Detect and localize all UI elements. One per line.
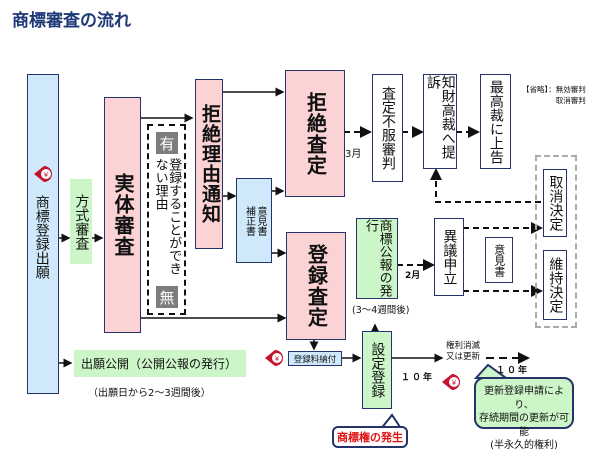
amendment-label: 補正書 [243, 205, 255, 236]
refusal-notice-box: 拒絶理由通知 [195, 79, 223, 249]
opposition-label: 異議申立 [441, 229, 458, 285]
renewal-label: 又は更新 [446, 351, 481, 362]
yen-icon: ¥ [440, 372, 464, 396]
opposition-box: 異議申立 [434, 218, 464, 296]
renewal-note-line1: 更新登録申請により、 [484, 386, 564, 411]
refusal-reasons-box: 有 登録することができない理由 無 [147, 124, 186, 315]
publication-box: 出願公開（公開公報の発行） [74, 350, 246, 377]
has-tag: 有 [156, 132, 178, 154]
gazette-label: 商標公報の発行 [363, 219, 392, 297]
yen-icon: ¥ [32, 164, 56, 188]
publication-timing: （出願日から2～3週間後） [88, 388, 211, 399]
application-label: 商標登録出願 [33, 195, 50, 279]
omitted-note-line2: 取消審判 [555, 95, 586, 105]
refusal-reasons-label: 登録することができない理由 [152, 158, 182, 275]
substantive-exam-box: 実体審査 [104, 97, 141, 333]
renewal-note-line3: (半永久的権利) [490, 440, 558, 451]
substantive-exam-label: 実体審査 [111, 173, 135, 257]
application-box: ¥ 商標登録出願 [27, 74, 59, 394]
omitted-note-line1: 【省略】：無効審判 [522, 85, 586, 94]
page-title: 商標審査の流れ [12, 11, 131, 31]
svg-text:¥: ¥ [452, 379, 457, 387]
publication-label: 出願公開（公開公報の発行） [81, 357, 238, 371]
appeal-label: 査定不服審判 [379, 86, 396, 170]
fee-payment-box: 登録料納付 [288, 351, 342, 366]
formality-exam-box: 方式審査 [70, 179, 92, 264]
renewal-note-line2: 存続期間の更新が可能 [479, 413, 569, 438]
gazette-box: 商標公報の発行 [356, 218, 398, 299]
expiry-label: 権利消滅 [446, 341, 481, 351]
setup-registration-box: 設定登録 [362, 331, 392, 409]
cancel-decision-label: 取消決定 [547, 175, 564, 231]
fee-payment-label: 登録料納付 [293, 354, 337, 365]
maintain-decision-box: 維持決定 [543, 250, 567, 320]
maintain-decision-label: 維持決定 [547, 257, 564, 313]
opposition-period-label: 2月 [405, 271, 421, 281]
supreme-court-box: 最高裁に上告 [480, 74, 511, 169]
registration-decision-box: 登録査定 [286, 232, 346, 340]
refusal-decision-box: 拒絶査定 [285, 70, 345, 197]
cancel-decision-box: 取消決定 [543, 169, 567, 237]
appeal-box: 査定不服審判 [372, 74, 403, 182]
refusal-decision-label: 拒絶査定 [303, 91, 328, 176]
renewal-callout: 更新登録申請により、 存続期間の更新が可能 (半永久的権利) [474, 377, 574, 451]
decision-group [535, 155, 577, 328]
gazette-timing: (3～4週間後) [352, 305, 410, 316]
right-arises-text: 商標権の発生 [337, 431, 403, 444]
ip-high-court-label: 知財高裁へ提訴 [425, 75, 456, 159]
supreme-court-label: 最高裁に上告 [487, 79, 504, 164]
expiry-renewal: 権利消滅 又は更新 [446, 341, 480, 362]
appeal-period-label: 3月 [345, 149, 362, 160]
ip-high-court-box: 知財高裁へ提訴 [423, 74, 457, 169]
opinion-label: 意見書 [255, 205, 266, 236]
term-first-label: １０年 [401, 373, 435, 383]
svg-text:¥: ¥ [44, 171, 49, 179]
refusal-notice-label: 拒絶理由通知 [198, 104, 221, 224]
none-tag: 無 [156, 286, 178, 308]
formality-exam-label: 方式審査 [73, 193, 90, 250]
registration-decision-label: 登録査定 [304, 244, 329, 328]
opinion-amendment-doc: 意見書 補正書 [236, 178, 272, 263]
yen-icon: ¥ [263, 348, 287, 372]
opposition-opinion-doc: 意見書 [485, 237, 513, 283]
term-renewal-label: １０年 [496, 366, 530, 376]
omitted-note: 【省略】：無効審判 取消審判 [522, 85, 586, 106]
edge-cancel-highcourt [430, 168, 541, 203]
right-arises-label: 商標権の発生 [332, 426, 408, 448]
svg-text:¥: ¥ [275, 355, 280, 363]
opposition-opinion-label: 意見書 [492, 243, 506, 277]
setup-registration-label: 設定登録 [369, 342, 386, 398]
